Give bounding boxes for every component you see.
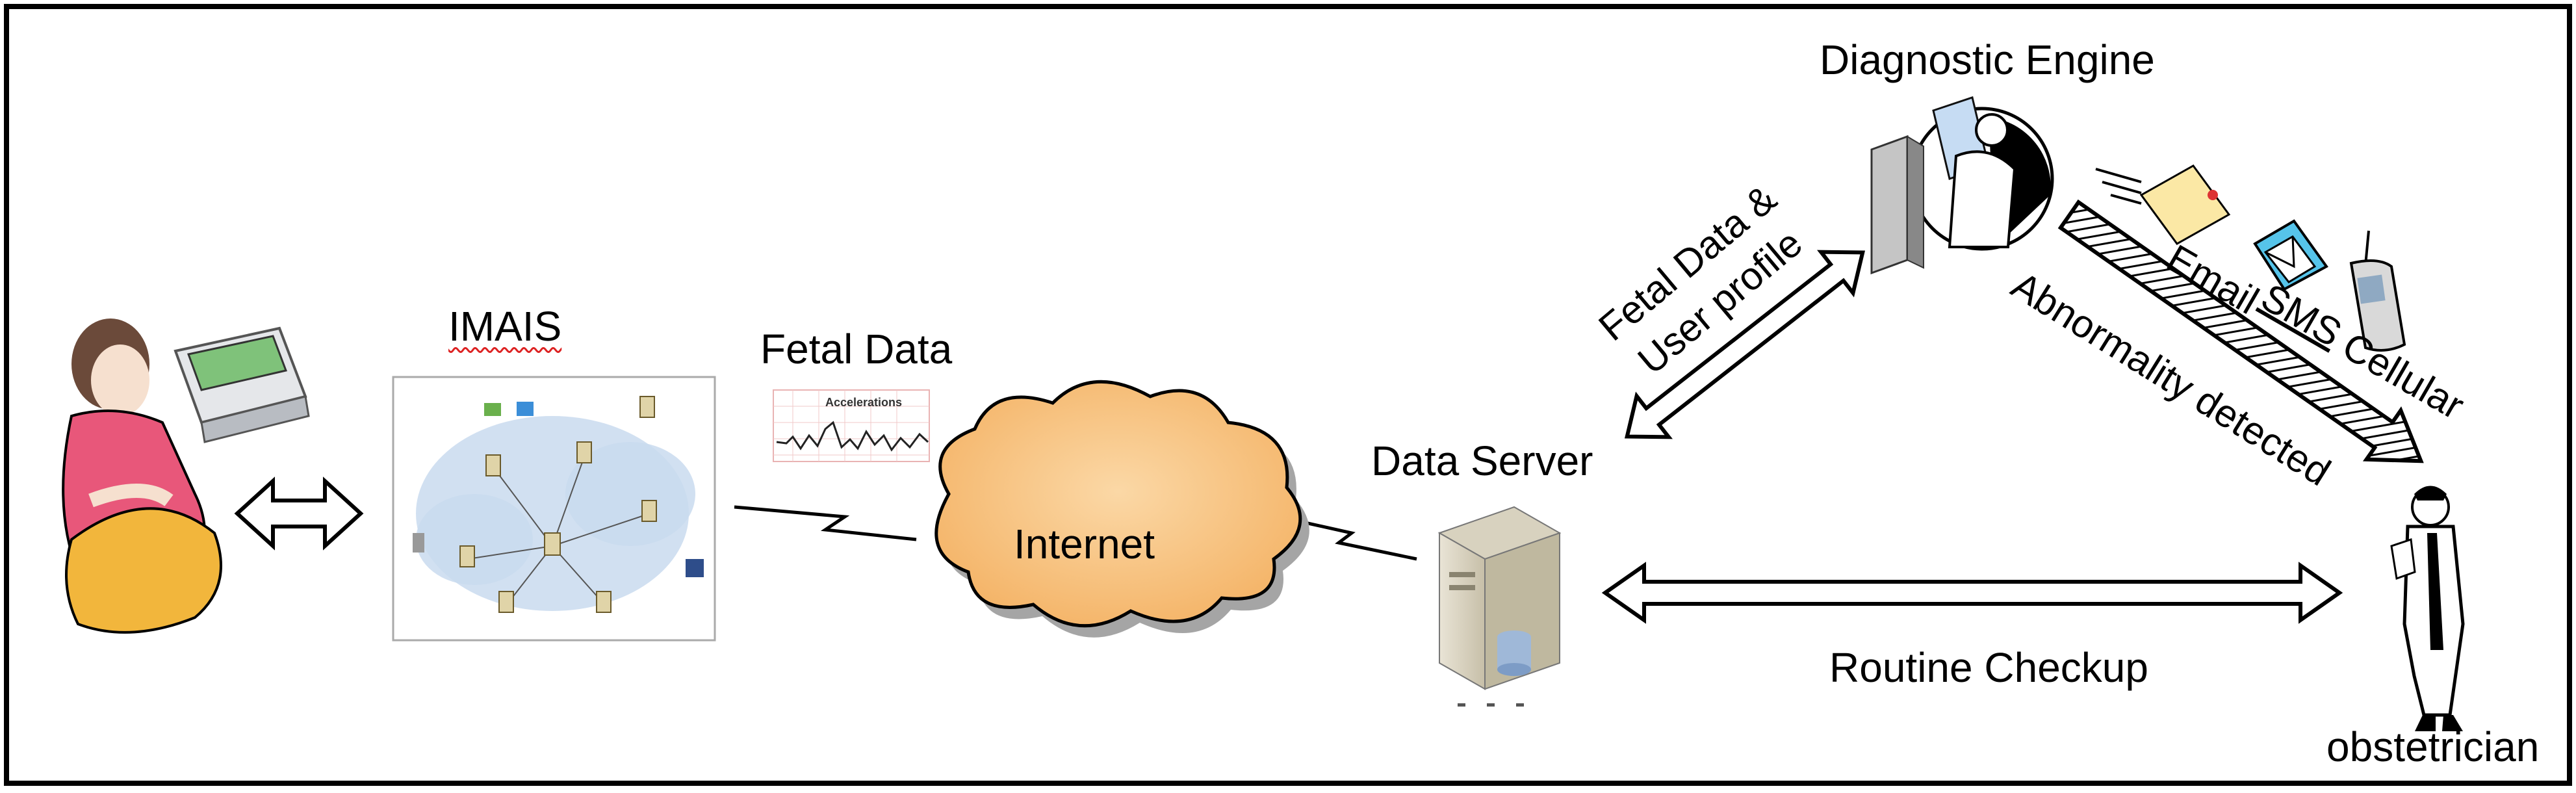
fetal-monitor-device-icon xyxy=(174,326,310,443)
cellular-phone-icon xyxy=(2349,230,2406,352)
woman-imais-double-arrow xyxy=(234,476,364,551)
pregnant-woman-icon xyxy=(62,318,222,634)
imais-network-diagram-image xyxy=(392,376,716,642)
email-envelope-icon xyxy=(2095,164,2231,245)
diagnostic-engine-label: Diagnostic Engine xyxy=(1820,36,2155,83)
abnormality-detected-arrow xyxy=(2057,199,2424,463)
routine-checkup-double-arrow xyxy=(1601,562,2343,624)
data-server-icon xyxy=(1437,506,1562,707)
data-server-label: Data Server xyxy=(1371,437,1593,484)
fetal-data-label: Fetal Data xyxy=(760,326,953,372)
imais-label: IMAIS xyxy=(448,303,562,350)
internet-cloud-icon xyxy=(934,380,1309,638)
imais-internet-link xyxy=(734,505,917,541)
server-engine-double-arrow xyxy=(1624,250,1866,439)
outer-border xyxy=(4,4,2572,786)
ctg-trace-title: Accelerations xyxy=(825,396,902,409)
internet-server-link xyxy=(1293,518,1417,561)
obstetrician-icon xyxy=(2390,486,2465,731)
obstetrician-label: obstetrician xyxy=(2326,723,2540,770)
fetal-data-ctg-trace-image: Accelerations xyxy=(773,389,930,462)
routine-checkup-label: Routine Checkup xyxy=(1829,644,2148,691)
internet-label: Internet xyxy=(1014,521,1155,567)
sms-icon xyxy=(2253,219,2328,291)
diagnostic-engine-icon xyxy=(1870,96,2054,275)
